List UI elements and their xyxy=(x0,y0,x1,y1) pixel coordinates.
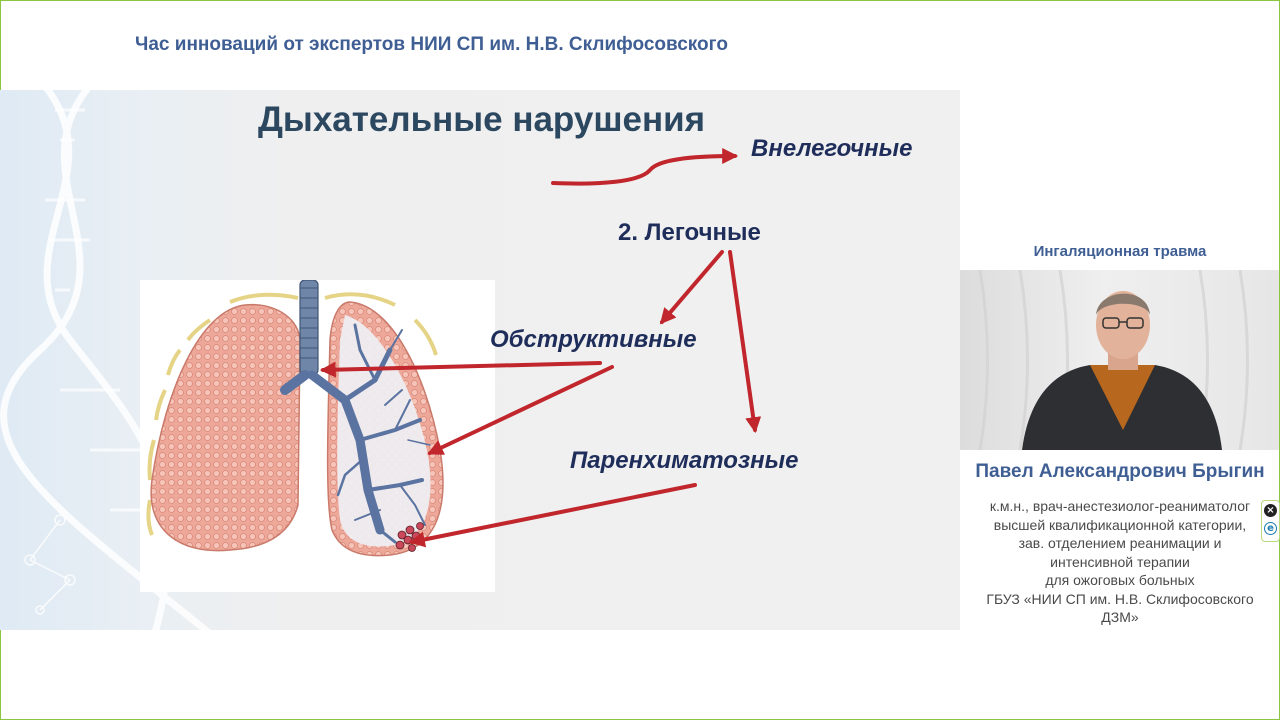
bio-line: ДЗМ» xyxy=(1101,609,1139,625)
arrow-obstructive-to-bronchi xyxy=(427,365,614,455)
extension-widget: × e xyxy=(1261,500,1280,542)
arrow-to-obstructive xyxy=(659,250,724,325)
presentation-slide: Дыхательные нарушения xyxy=(0,90,960,630)
bio-line: ГБУЗ «НИИ СП им. Н.В. Склифосовского xyxy=(986,590,1254,607)
arrow-parenchymal-to-alveoli xyxy=(408,483,697,548)
lungs-illustration xyxy=(140,279,495,592)
arrow-to-parenchymal xyxy=(728,250,762,434)
bio-line: зав. отделением реанимации и xyxy=(1018,535,1222,551)
label-pulmonary: 2. Легочные xyxy=(618,219,761,246)
bio-line: для ожоговых больных xyxy=(1045,572,1195,588)
speaker-name: Павел Александрович Брыгин xyxy=(975,461,1265,482)
speaker-video[interactable] xyxy=(960,270,1279,450)
label-obstructive: Обструктивные xyxy=(490,326,697,353)
speaker-portrait-icon xyxy=(978,270,1249,450)
bio-line: к.м.н., врач-анестезиолог-реаниматолог xyxy=(989,498,1251,514)
close-icon[interactable]: × xyxy=(1264,504,1277,517)
arrow-to-extrapulmonary xyxy=(551,148,739,186)
page-title: Час инноваций от экспертов НИИ СП им. Н.… xyxy=(135,34,728,55)
slide-heading: Дыхательные нарушения xyxy=(258,100,706,139)
label-extrapulmonary: Внелегочные xyxy=(751,135,913,162)
slide-arrows xyxy=(319,148,762,548)
arrow-obstructive-to-trachea xyxy=(319,361,602,378)
speaker-bio: к.м.н., врач-анестезиолог-реаниматолог в… xyxy=(962,497,1278,627)
bio-line: интенсивной терапии xyxy=(1050,553,1190,570)
label-parenchymal: Паренхиматозные xyxy=(570,447,799,474)
bio-line: высшей квалификационной категории, xyxy=(993,516,1247,533)
e-letter-icon[interactable]: e xyxy=(1264,522,1277,535)
topic-title: Ингаляционная травма xyxy=(1033,243,1207,260)
lungs-bronchi-icon xyxy=(146,279,444,557)
